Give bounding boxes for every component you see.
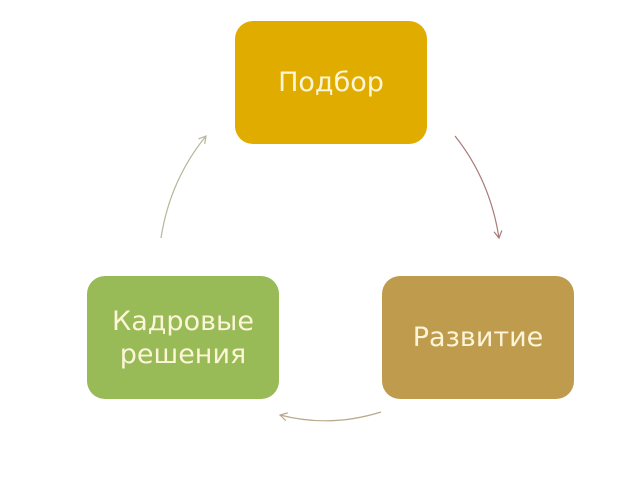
- node-kadrovye-label: Кадровые решения: [112, 305, 254, 371]
- node-razvitie: Развитие: [382, 276, 574, 399]
- arrow-podbor-to-razvitie: [454, 135, 503, 240]
- node-kadrovye-label-line1: Кадровые: [112, 305, 254, 337]
- node-kadrovye-resheniya: Кадровые решения: [87, 276, 279, 399]
- arrow-razvitie-to-kadrovye: [278, 411, 382, 422]
- node-razvitie-label: Развитие: [412, 322, 544, 353]
- node-podbor-label: Подбор: [278, 67, 384, 98]
- node-podbor: Подбор: [235, 21, 427, 144]
- arrow-kadrovye-to-podbor: [160, 135, 207, 239]
- node-kadrovye-label-line2: решения: [119, 338, 247, 370]
